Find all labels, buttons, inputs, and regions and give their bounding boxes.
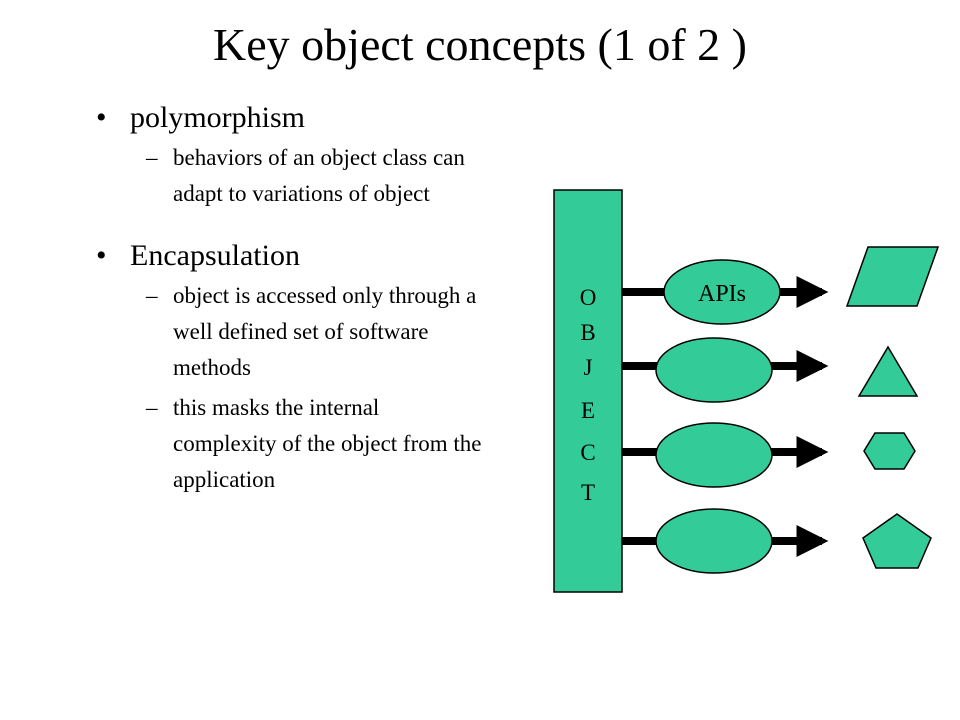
dash-mark: – bbox=[146, 283, 158, 308]
object-letter: J bbox=[584, 355, 593, 380]
bullet-list: • polymorphism – behaviors of an object … bbox=[96, 96, 516, 506]
target-shapes bbox=[845, 246, 940, 569]
bullet-label: Encapsulation bbox=[130, 239, 300, 272]
bullet-encapsulation: • Encapsulation bbox=[96, 234, 516, 278]
dash-mark: – bbox=[146, 395, 158, 420]
sub-bullet: – this masks the internal complexity of … bbox=[96, 390, 488, 498]
object-letter: E bbox=[581, 398, 595, 423]
api-label: APIs bbox=[698, 281, 746, 307]
bullet-polymorphism: • polymorphism bbox=[96, 96, 516, 140]
sub-bullet-text: object is accessed only through a well d… bbox=[173, 283, 477, 380]
bullet-dot: • bbox=[96, 239, 107, 272]
sub-bullet: – object is accessed only through a well… bbox=[96, 278, 488, 386]
object-letter: O bbox=[580, 285, 597, 310]
api-ellipse bbox=[655, 508, 773, 574]
object-letter: C bbox=[580, 440, 595, 465]
api-ellipse bbox=[663, 259, 781, 325]
bullet-dot: • bbox=[96, 101, 107, 134]
api-ellipse bbox=[655, 337, 773, 403]
api-ellipses bbox=[655, 259, 781, 574]
hexagon-shape bbox=[863, 432, 916, 470]
object-letter: T bbox=[581, 480, 595, 505]
pentagon-shape bbox=[862, 513, 932, 569]
slide-title: Key object concepts (1 of 2 ) bbox=[213, 19, 747, 70]
sublist-encapsulation: – object is accessed only through a well… bbox=[96, 278, 516, 498]
triangle-shape bbox=[857, 345, 919, 397]
api-ellipse bbox=[655, 422, 773, 488]
sub-bullet: – behaviors of an object class can adapt… bbox=[96, 140, 488, 212]
object-letter: B bbox=[580, 320, 595, 345]
object-letters: O B J E C T bbox=[580, 285, 597, 505]
object-box bbox=[553, 189, 623, 593]
connector-arrows bbox=[622, 276, 829, 557]
sub-bullet-text: behaviors of an object class can adapt t… bbox=[173, 145, 465, 206]
sub-bullet-text: this masks the internal complexity of th… bbox=[173, 395, 482, 492]
sublist-polymorphism: – behaviors of an object class can adapt… bbox=[96, 140, 516, 212]
dash-mark: – bbox=[146, 145, 158, 170]
bullet-label: polymorphism bbox=[130, 101, 306, 134]
parallelogram-shape bbox=[845, 246, 940, 307]
